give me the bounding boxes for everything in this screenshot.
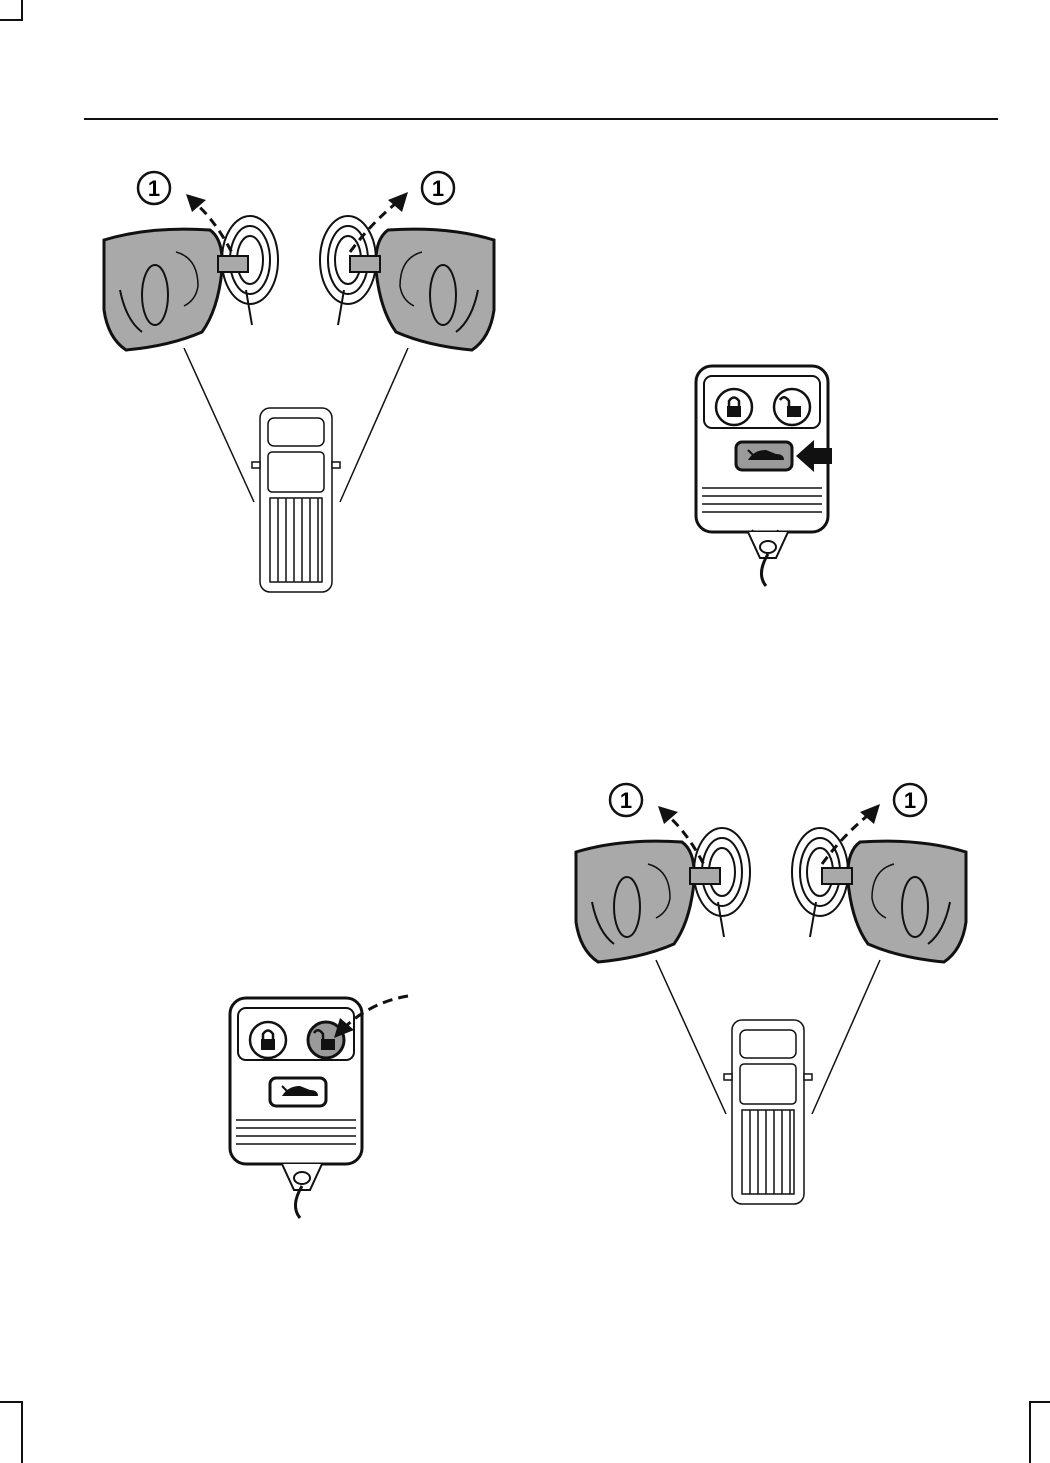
trunk-icon	[270, 1078, 326, 1106]
callout-right: 1	[894, 784, 926, 816]
header-rule	[84, 118, 998, 120]
callout-right: 1	[422, 172, 454, 204]
truck-top-view-icon	[724, 1020, 812, 1204]
ford-key-right-icon	[822, 841, 966, 962]
figure-key-cycle-top: 1 1	[90, 160, 510, 600]
figure-fob-trunk	[690, 362, 840, 594]
svg-text:1: 1	[904, 788, 916, 813]
callout-left: 1	[610, 784, 642, 816]
figure-key-cycle-bottom: 1 1	[564, 772, 984, 1212]
svg-text:1: 1	[432, 176, 444, 201]
ford-key-left-icon	[104, 229, 248, 350]
ford-key-right-icon	[350, 229, 494, 350]
figure-fob-unlock	[222, 992, 418, 1224]
unlock-icon	[774, 389, 810, 425]
svg-text:1: 1	[148, 176, 160, 201]
ford-key-left-icon	[576, 841, 720, 962]
svg-text:1: 1	[620, 788, 632, 813]
truck-top-view-icon	[252, 408, 340, 592]
lock-icon	[250, 1022, 286, 1058]
lock-icon	[716, 389, 752, 425]
callout-left: 1	[138, 172, 170, 204]
trunk-icon	[736, 442, 792, 470]
